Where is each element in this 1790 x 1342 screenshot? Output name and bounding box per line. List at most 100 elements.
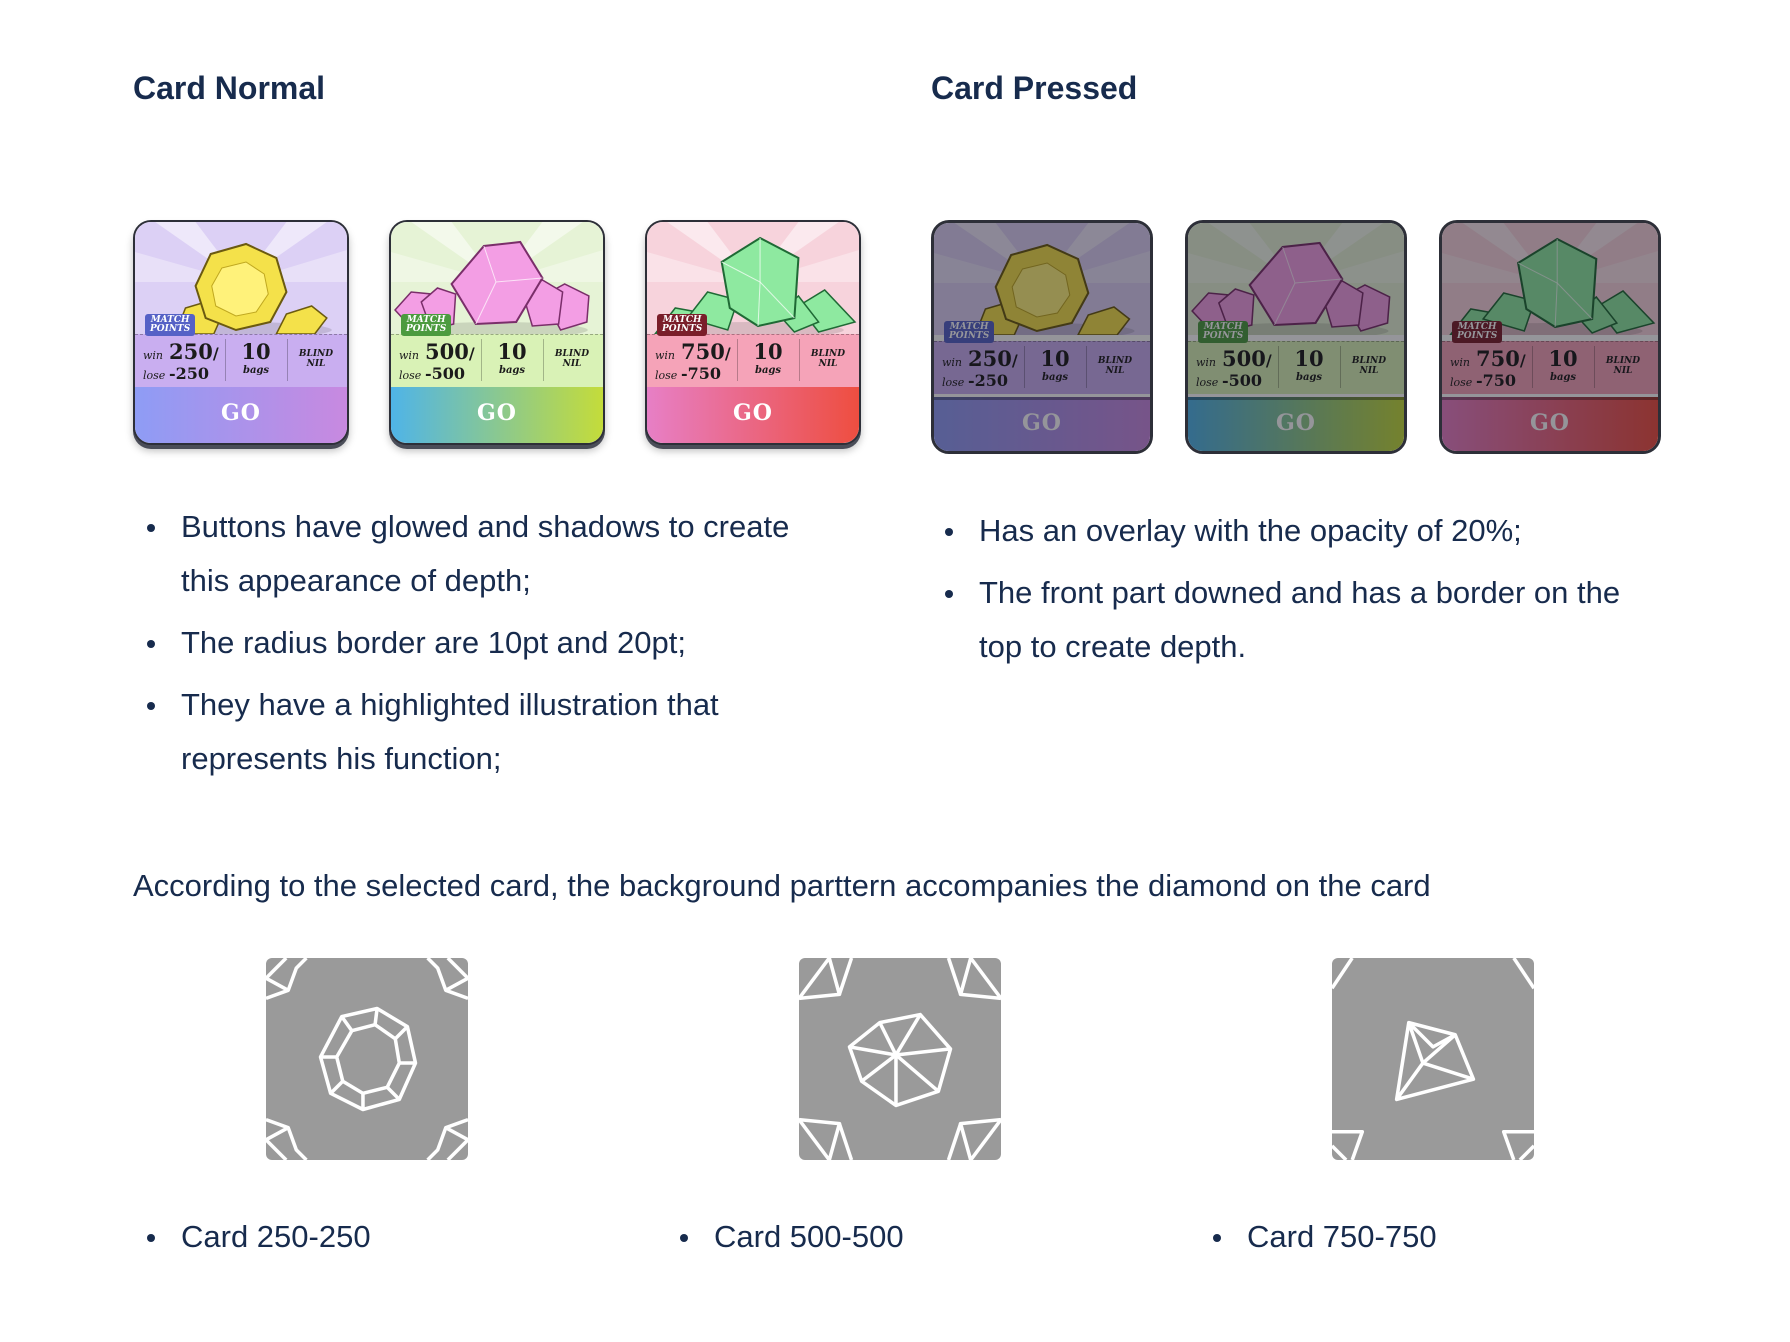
bags-label: bags [1295, 372, 1323, 383]
divider [1278, 346, 1279, 388]
list-item: Buttons have glowed and shadows to creat… [133, 500, 833, 554]
list-item: Card 750-750 [1199, 1210, 1437, 1264]
normal-notes-list: Buttons have glowed and shadows to creat… [133, 500, 833, 786]
card-illustration [934, 223, 1150, 335]
bags-label: bags [498, 365, 526, 376]
dodecahedron-gem-pattern-icon [799, 958, 1001, 1160]
win-lose-values: win 750/ lose-750 [655, 339, 735, 383]
pattern-caption-750: Card 750-750 [1199, 1210, 1437, 1264]
list-item: The front part downed and has a border o… [931, 566, 1691, 620]
go-button[interactable]: GO [1188, 397, 1404, 451]
card-illustration [1442, 223, 1658, 335]
lose-label: lose [399, 369, 422, 382]
win-value: 250 [968, 346, 1012, 371]
lose-label: lose [1450, 376, 1473, 389]
win-label: win [655, 349, 676, 362]
lose-label: lose [1196, 376, 1219, 389]
divider [543, 339, 544, 381]
win-value: 750 [681, 339, 725, 364]
bags-values: 10 bags [743, 339, 793, 377]
pattern-description: According to the selected card, the back… [133, 868, 1431, 903]
bags-value: 10 [241, 339, 271, 364]
bags-value: 10 [1040, 346, 1070, 371]
win-value: 750 [1476, 346, 1520, 371]
list-item-continuation: represents his function; [181, 741, 502, 776]
slash-separator: / [724, 344, 731, 363]
go-button[interactable]: GO [1442, 397, 1658, 451]
win-label: win [942, 356, 963, 369]
win-lose-values: win 500/ lose-500 [399, 339, 479, 383]
card-illustration [135, 222, 347, 334]
lose-value: -500 [1222, 371, 1263, 390]
lose-label: lose [655, 369, 678, 382]
card-illustration [391, 222, 603, 334]
bags-label: bags [242, 365, 270, 376]
win-label: win [1196, 356, 1217, 369]
go-button[interactable]: GO [135, 387, 347, 443]
slash-separator: / [468, 344, 475, 363]
win-label: win [1450, 356, 1471, 369]
list-item: Card 250-250 [133, 1210, 371, 1264]
bags-label: bags [1549, 372, 1577, 383]
list-item: They have a highlighted illustration tha… [133, 678, 833, 732]
go-button[interactable]: GO [647, 387, 859, 443]
lose-value: -750 [1476, 371, 1517, 390]
list-item-continuation: this appearance of depth; [181, 563, 531, 598]
bags-values: 10 bags [1284, 346, 1334, 384]
go-button[interactable]: GO [391, 387, 603, 443]
bags-value: 10 [497, 339, 527, 364]
lose-value: -500 [425, 364, 466, 383]
list-item: Has an overlay with the opacity of 20%; [931, 504, 1691, 558]
bags-values: 10 bags [231, 339, 281, 377]
list-item: The radius border are 10pt and 20pt; [133, 616, 833, 670]
list-item: Card 500-500 [666, 1210, 904, 1264]
win-value: 500 [425, 339, 469, 364]
bags-values: 10 bags [1538, 346, 1588, 384]
bags-value: 10 [1294, 346, 1324, 371]
win-value: 500 [1222, 346, 1266, 371]
go-button[interactable]: GO [934, 397, 1150, 451]
divider [1340, 346, 1341, 388]
win-label: win [399, 349, 420, 362]
lose-label: lose [143, 369, 166, 382]
divider [799, 339, 800, 381]
bags-label: bags [754, 365, 782, 376]
slash-separator: / [1011, 351, 1018, 370]
card-illustration [1188, 223, 1404, 335]
divider [1594, 346, 1595, 388]
win-value: 250 [169, 339, 213, 364]
divider [1086, 346, 1087, 388]
heading-card-normal: Card Normal [133, 70, 326, 106]
win-label: win [143, 349, 164, 362]
card-illustration [647, 222, 859, 334]
octagon-gem-pattern-icon [266, 958, 468, 1160]
lose-value: -750 [681, 364, 722, 383]
divider [1532, 346, 1533, 388]
bags-values: 10 bags [487, 339, 537, 377]
